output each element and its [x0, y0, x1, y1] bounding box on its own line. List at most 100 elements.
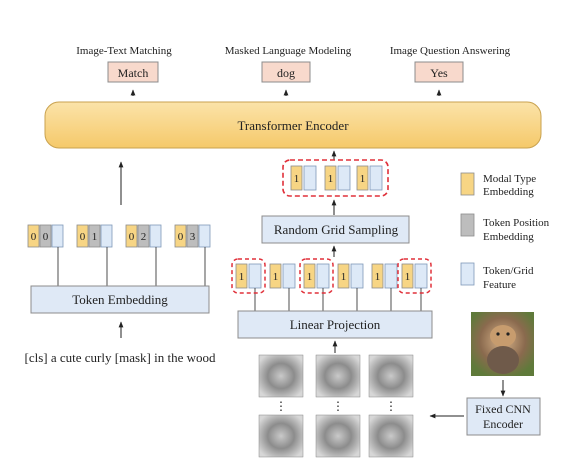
text-token-position — [88, 224, 101, 248]
grid-token-type — [269, 263, 282, 289]
text-token-position-label: 0 — [43, 231, 49, 243]
grid-token-selected-marker — [397, 258, 432, 294]
grid-token-type — [337, 263, 350, 289]
head-mlm: Masked Language Modeling dog — [225, 45, 352, 83]
dog-body-shape — [487, 346, 519, 374]
legend-label: Embedding — [483, 186, 534, 198]
ellipsis: ⋮ — [332, 399, 344, 413]
dog-eye — [506, 332, 510, 336]
legend: Modal Type Embedding Token Position Embe… — [460, 172, 550, 291]
text-token-type — [125, 224, 138, 248]
sampled-token-feature — [369, 165, 383, 191]
sampled-tokens-group — [282, 159, 389, 197]
sampled-token-type-label: 1 — [360, 173, 366, 185]
text-token-type-label: 0 — [129, 231, 135, 243]
text-token-type — [174, 224, 187, 248]
grid-token-type — [303, 263, 316, 289]
cnn-encoder-box — [466, 397, 541, 436]
input-text: [cls] a cute curly [mask] in the wood — [25, 350, 216, 365]
token-embedding-label: Token Embedding — [72, 292, 168, 307]
head-mlm-title: Masked Language Modeling — [225, 45, 352, 57]
text-token-type-label: 0 — [31, 231, 37, 243]
legend-swatch-modal-type — [460, 172, 475, 196]
text-token-position — [137, 224, 150, 248]
head-vqa-box — [414, 61, 464, 83]
grid-token-type-label: 1 — [273, 271, 279, 283]
linear-projection-box — [237, 310, 433, 339]
grid-token-selected-marker — [231, 258, 266, 294]
head-mlm-box — [261, 61, 311, 83]
grid-token-type-label: 1 — [341, 271, 347, 283]
feature-map — [258, 414, 304, 458]
text-token-feature — [51, 224, 64, 248]
sampled-token-type — [324, 165, 337, 191]
text-token-type — [27, 224, 40, 248]
text-token-type — [76, 224, 89, 248]
linear-projection-label: Linear Projection — [290, 317, 381, 332]
head-vqa: Image Question Answering Yes — [390, 45, 511, 83]
token-embedding-box — [30, 285, 210, 314]
feature-maps: ⋮ ⋮ ⋮ — [258, 354, 414, 458]
transformer-encoder-label: Transformer Encoder — [237, 118, 349, 133]
feature-map — [315, 354, 361, 398]
grid-token-feature — [316, 263, 330, 289]
text-token-position — [39, 224, 52, 248]
grid-token-type-label: 1 — [307, 271, 313, 283]
grid-token-feature — [384, 263, 398, 289]
grid-token-feature — [414, 263, 428, 289]
grid-token-type — [401, 263, 414, 289]
grid-token-type-label: 1 — [375, 271, 381, 283]
text-token-feature — [149, 224, 162, 248]
text-token-feature — [100, 224, 113, 248]
ellipsis: ⋮ — [275, 399, 287, 413]
head-vqa-output: Yes — [430, 66, 448, 80]
cnn-encoder-label-line2: Encoder — [483, 417, 523, 431]
sampled-token-feature — [337, 165, 351, 191]
head-itm-output: Match — [118, 66, 149, 80]
grid-token-feature — [350, 263, 364, 289]
dog-head-shape — [490, 325, 516, 347]
text-token-position-label: 2 — [141, 231, 147, 243]
text-token-type-label: 0 — [80, 231, 86, 243]
random-grid-sampling-label: Random Grid Sampling — [274, 222, 399, 237]
grid-token-feature — [282, 263, 296, 289]
head-itm-box — [107, 61, 159, 83]
text-token-type-label: 0 — [178, 231, 184, 243]
sampled-token-type-label: 1 — [294, 173, 300, 185]
sampled-token-type — [290, 165, 303, 191]
grid-token-type — [371, 263, 384, 289]
cnn-encoder-label-line1: Fixed CNN — [475, 402, 531, 416]
sampled-token-type — [356, 165, 369, 191]
head-itm-title: Image-Text Matching — [76, 45, 172, 57]
legend-swatch-position — [460, 213, 475, 237]
head-mlm-output: dog — [277, 66, 295, 80]
grid-token-type-label: 1 — [239, 271, 245, 283]
feature-map — [315, 414, 361, 458]
transformer-encoder-box — [44, 101, 542, 149]
legend-label: Embedding — [483, 231, 534, 243]
text-token-position — [186, 224, 199, 248]
legend-label: Token/Grid — [483, 265, 534, 277]
input-image — [471, 312, 534, 376]
head-itm: Image-Text Matching Match — [76, 45, 172, 83]
text-token-position-label: 3 — [190, 231, 196, 243]
grid-token-feature — [248, 263, 262, 289]
legend-label: Feature — [483, 279, 516, 291]
legend-label: Token Position — [483, 217, 550, 229]
text-token-position-label: 1 — [92, 231, 98, 243]
grid-token-type-label: 1 — [405, 271, 411, 283]
sampled-token-type-label: 1 — [328, 173, 334, 185]
feature-map — [368, 354, 414, 398]
text-token-feature — [198, 224, 211, 248]
legend-swatch-feature — [460, 262, 475, 286]
grid-token-type — [235, 263, 248, 289]
dog-eye — [496, 332, 500, 336]
feature-map — [258, 354, 304, 398]
legend-label: Modal Type — [483, 173, 536, 185]
grid-token-selected-marker — [299, 258, 334, 294]
feature-map — [368, 414, 414, 458]
sampled-token-feature — [303, 165, 317, 191]
head-vqa-title: Image Question Answering — [390, 45, 511, 57]
